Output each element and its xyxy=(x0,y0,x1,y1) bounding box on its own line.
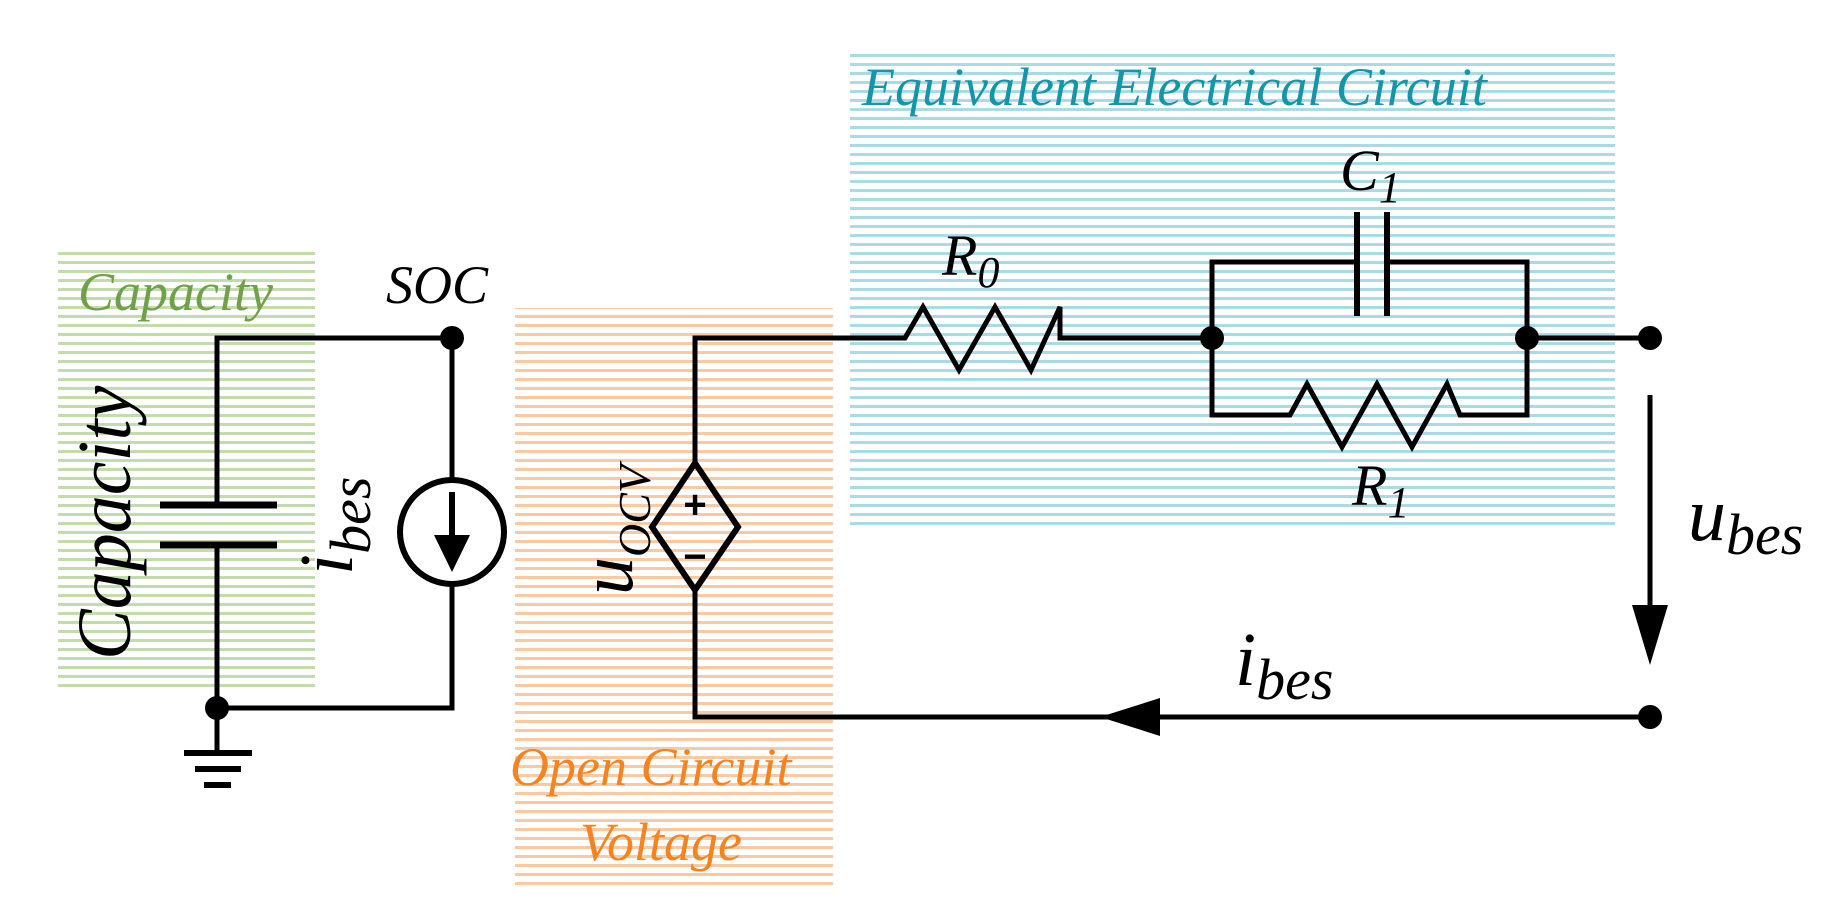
r1-main: R xyxy=(1351,453,1387,518)
ocv-bottom-wire xyxy=(692,590,1650,720)
c1-main: C xyxy=(1340,138,1380,203)
rc-top-branch-right xyxy=(1387,259,1530,338)
ubes-main: u xyxy=(1688,473,1726,557)
ibes-source-label: ibes xyxy=(285,477,383,575)
rc-top-branch-left xyxy=(1209,259,1357,338)
ubes-arrow-head xyxy=(1632,605,1668,665)
ocv-dependent-source-icon xyxy=(648,457,742,596)
ocv-plus-sign: + xyxy=(683,483,706,527)
ibes-source-sub: bes xyxy=(318,477,383,554)
r1-resistor-icon xyxy=(1209,338,1530,453)
ocv-minus-sign: − xyxy=(683,535,706,579)
rc-left-node xyxy=(1200,326,1224,350)
r1-sub: 1 xyxy=(1387,478,1409,527)
ibes-loop-main: i xyxy=(1235,618,1256,702)
svg-text:uOCV: uOCV xyxy=(565,460,660,595)
uocv-main: u xyxy=(565,557,649,595)
r0-sub: 0 xyxy=(977,248,999,297)
capacity-region-title: Capacity xyxy=(78,262,273,322)
current-source-icon xyxy=(397,477,507,587)
eec-region-title: Equivalent Electrical Circuit xyxy=(861,57,1489,117)
ibes-loop-sub: bes xyxy=(1256,647,1333,712)
ubes-label: ubes xyxy=(1688,473,1803,567)
ubes-sub: bes xyxy=(1726,502,1803,567)
ground-node xyxy=(205,696,229,720)
svg-text:ibes: ibes xyxy=(285,477,383,575)
ibes-loop-label: ibes xyxy=(1235,618,1333,712)
c1-sub: 1 xyxy=(1379,163,1401,212)
output-top-terminal xyxy=(1638,326,1662,350)
r0-main: R xyxy=(941,223,977,288)
ibes-loop-arrow-head xyxy=(1100,698,1160,736)
ocv-region-title-line1: Open Circuit xyxy=(510,737,793,797)
capacity-region xyxy=(58,252,315,687)
ibes-source-main: i xyxy=(285,554,369,575)
r0-resistor-icon xyxy=(890,301,1212,376)
uocv-label: uOCV xyxy=(565,460,660,595)
soc-node xyxy=(440,326,464,350)
c1-label: C1 xyxy=(1340,138,1401,212)
current-source-arrow-head xyxy=(434,535,470,572)
ocv-top-wire xyxy=(692,335,890,463)
output-bottom-terminal xyxy=(1638,705,1662,729)
r0-label: R0 xyxy=(941,223,999,297)
soc-label: SOC xyxy=(386,255,489,315)
ocv-region xyxy=(515,308,833,888)
r1-label: R1 xyxy=(1351,453,1409,527)
eec-region xyxy=(850,50,1615,530)
source-bottom-wire xyxy=(217,585,455,711)
capacity-top-wire xyxy=(214,335,452,505)
ocv-region-title-line2: Voltage xyxy=(580,812,742,872)
capacity-vertical-label: Capacity xyxy=(63,385,147,660)
uocv-sub: OCV xyxy=(609,460,660,557)
